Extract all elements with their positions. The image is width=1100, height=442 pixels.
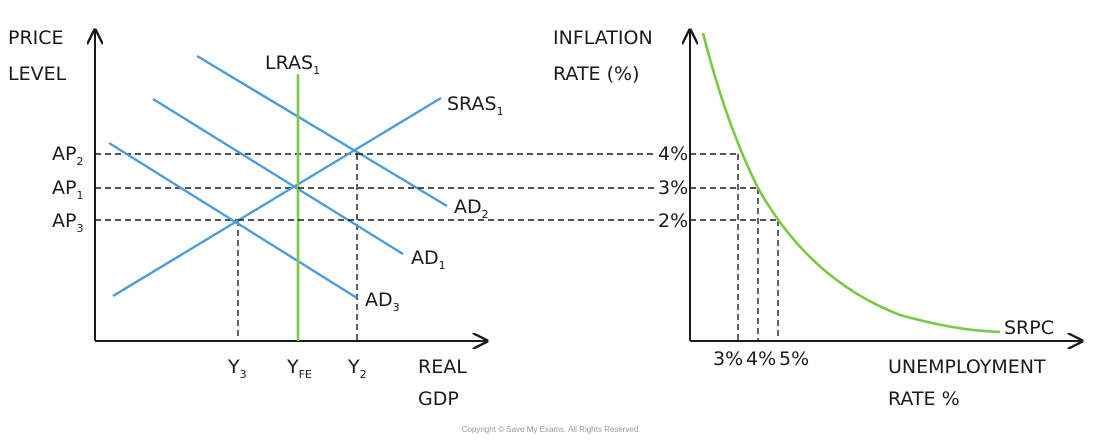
ad2-curve <box>196 54 448 208</box>
ap1-label: AP1 <box>52 177 83 202</box>
ap2-label: AP2 <box>52 143 83 168</box>
srpc-curve <box>701 32 1001 334</box>
inflation-tick-4: 4% <box>658 143 688 165</box>
copyright-notice: Copyright © Save My Exams. All Rights Re… <box>462 425 639 434</box>
inflation-rate-label-1: INFLATION <box>553 27 653 49</box>
y3-label: Y3 <box>227 356 247 381</box>
inflation-tick-2: 2% <box>658 210 688 232</box>
ad1-label: AD1 <box>411 247 446 272</box>
right-dashed-guides <box>238 153 779 341</box>
inflation-tick-3: 3% <box>658 177 688 199</box>
ad2-label: AD2 <box>454 196 489 221</box>
y2-label: Y2 <box>347 356 367 381</box>
unemployment-rate-label-1: UNEMPLOYMENT <box>888 356 1046 378</box>
unemployment-rate-label-2: RATE % <box>888 388 960 410</box>
yfe-label: YFE <box>286 356 312 381</box>
srpc-label: SRPC <box>1004 317 1054 339</box>
unemployment-tick-5: 5% <box>779 348 809 370</box>
lras-label: LRAS1 <box>265 52 320 77</box>
unemployment-tick-3: 3% <box>713 348 743 370</box>
phillips-curve-diagram: INFLATION RATE (%) UNEMPLOYMENT RATE % S… <box>238 27 1082 410</box>
ad1-curve <box>152 97 404 256</box>
real-gdp-label-2: GDP <box>418 388 459 410</box>
price-level-label-1: PRICE <box>8 27 64 49</box>
ap3-label: AP3 <box>52 210 83 235</box>
ad-as-diagram: PRICE LEVEL REAL GDP LRAS1 SRAS1 AD2 AD1… <box>8 27 504 410</box>
real-gdp-label-1: REAL <box>418 356 467 378</box>
inflation-rate-label-2: RATE (%) <box>553 63 639 85</box>
ad3-curve <box>108 141 358 300</box>
unemployment-tick-4: 4% <box>746 348 776 370</box>
ad3-label: AD3 <box>365 289 400 314</box>
sras-label: SRAS1 <box>447 93 504 118</box>
price-level-label-2: LEVEL <box>8 63 67 85</box>
left-dashed-guides <box>95 153 358 341</box>
sras-curve <box>112 96 442 298</box>
